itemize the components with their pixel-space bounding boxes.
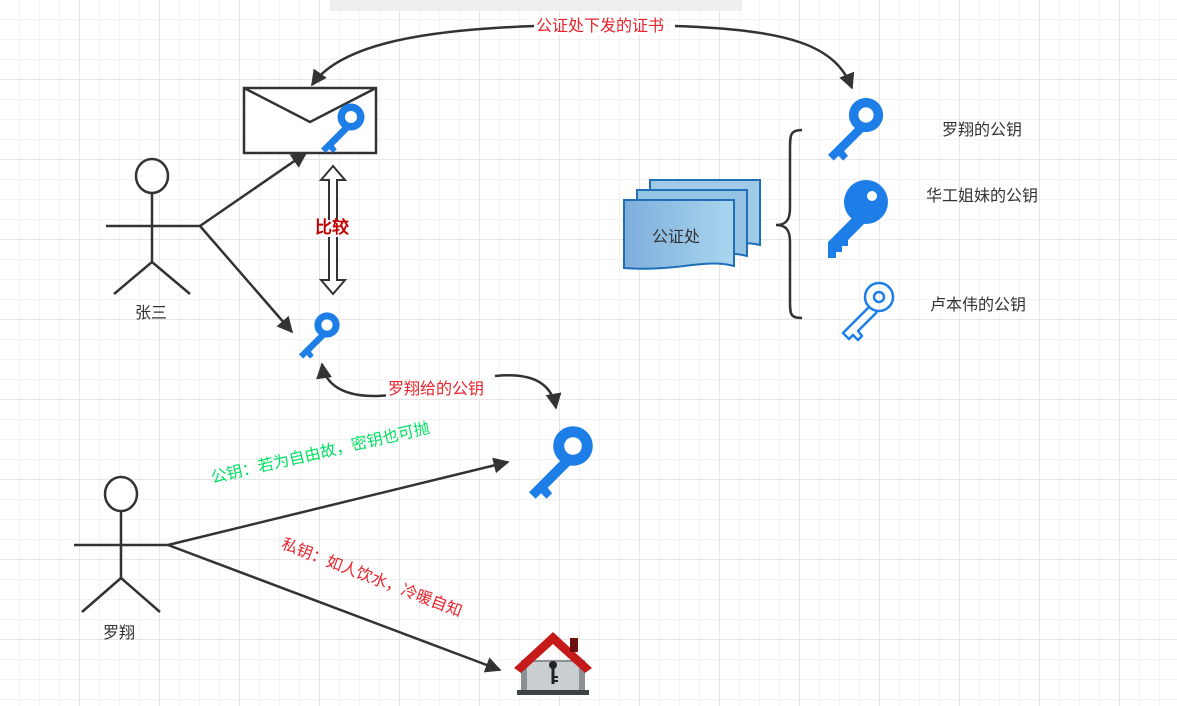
key-icon-luo-public (529, 426, 593, 499)
arrow-luo-to-house (167, 543, 502, 673)
label-key-luo: 罗翔的公钥 (942, 120, 1023, 139)
arrow-luo-to-public-key (167, 457, 510, 547)
label-person-zhang: 张三 (135, 303, 168, 322)
label-person-luo: 罗翔 (103, 623, 136, 642)
label-key-lu: 卢本伟的公钥 (930, 295, 1027, 314)
ca-document-stack (623, 179, 761, 270)
stick-figure-zhang (106, 157, 200, 295)
top-toolbar-strip (330, 0, 742, 11)
stick-figure-luo (74, 475, 168, 613)
arrow-zhang-to-envelope (199, 151, 308, 228)
label-compare: 比较 (315, 218, 349, 238)
curly-brace (775, 128, 803, 320)
arrow-zhang-to-key (199, 225, 294, 334)
arrow-cert-to-envelope (310, 24, 536, 87)
label-ca-name: 公证处 (652, 227, 701, 246)
key-icon-lu-ca (841, 281, 895, 342)
key-icon-luo-ca (828, 97, 884, 161)
envelope-icon (242, 86, 378, 155)
key-icon-from-luo (299, 312, 340, 359)
key-icon-sisters-ca (828, 180, 888, 258)
arrow-cert-to-ca-key (674, 24, 855, 90)
label-key-sisters: 华工姐妹的公钥 (926, 186, 1039, 205)
house-key-icon (549, 661, 558, 684)
label-cert-from-ca: 公证处下发的证书 (534, 16, 667, 35)
label-luo-gives-key: 罗翔给的公钥 (386, 379, 487, 398)
arrow-luo-key-to-zhang (316, 362, 391, 398)
arrow-luo-key-to-big-key (494, 374, 562, 410)
